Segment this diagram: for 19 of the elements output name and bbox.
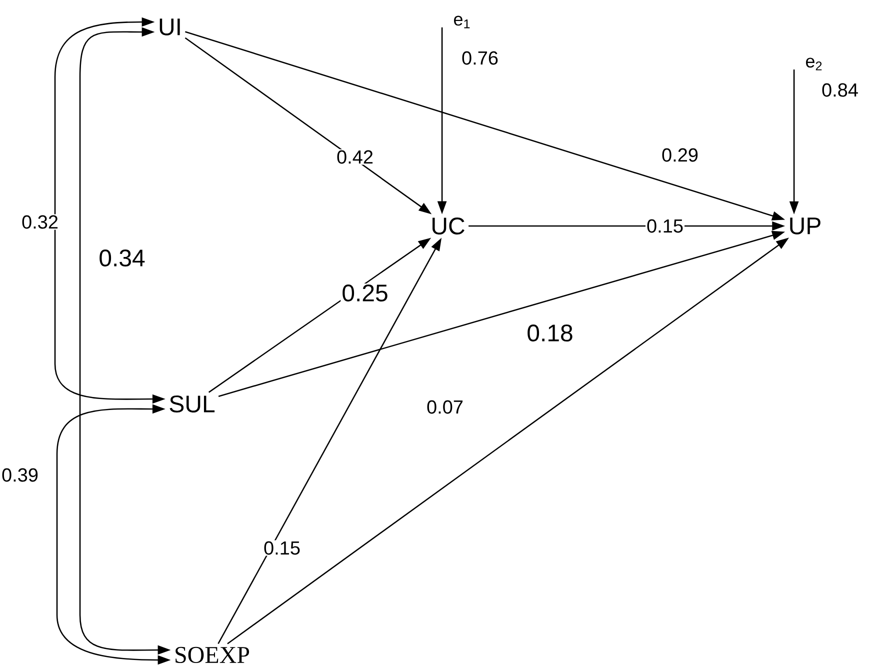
edge-label: 0.42 [336, 149, 374, 165]
variable-label: SUL [170, 396, 215, 412]
variable-label: UC [432, 218, 464, 234]
edge-label: 0.39 [0, 467, 40, 483]
edge-label: 0.18 [526, 324, 574, 342]
edge-label: 0.32 [20, 214, 60, 230]
variable-label: e$_{2}$ [806, 58, 822, 70]
variable-label: e$_{1}$ [454, 16, 470, 28]
variable-label: SOEXP [176, 646, 250, 664]
edge-label: 0.15 [262, 540, 302, 556]
edge-label: 0.84 [820, 82, 860, 98]
edge-label: 0.34 [98, 248, 146, 268]
variable-label: UI [160, 18, 180, 36]
edge-label: 0.76 [460, 50, 500, 66]
edge-label: 0.15 [646, 218, 684, 234]
edge-label: 0.29 [660, 147, 700, 163]
edge-label: 0.25 [340, 284, 390, 302]
variable-label: UP [790, 218, 820, 234]
edge-label: 0.07 [426, 399, 464, 415]
